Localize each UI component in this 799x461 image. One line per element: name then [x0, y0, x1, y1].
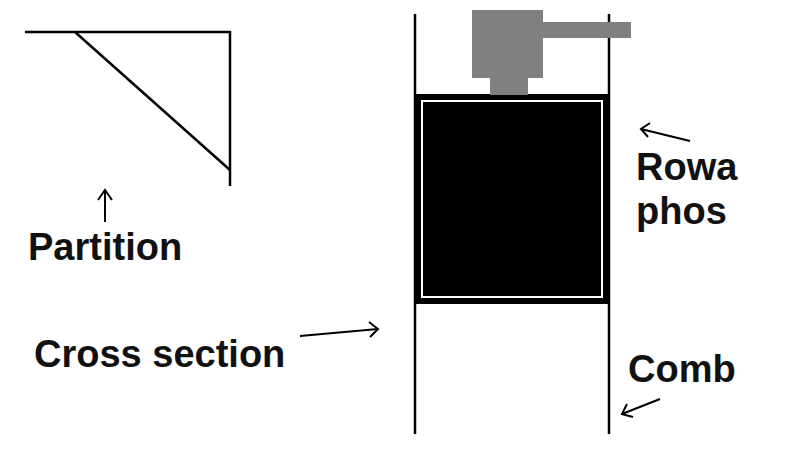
comb-walls: [415, 14, 609, 434]
partition-drawing: [25, 31, 231, 186]
part-label: Partition: [28, 226, 288, 270]
rowaphos-block: [415, 94, 609, 304]
part-label: Comb: [628, 348, 788, 392]
pump-fitting: [472, 10, 631, 95]
part-label: Cross section: [34, 333, 334, 377]
part-label: Rowa phos: [636, 146, 766, 233]
